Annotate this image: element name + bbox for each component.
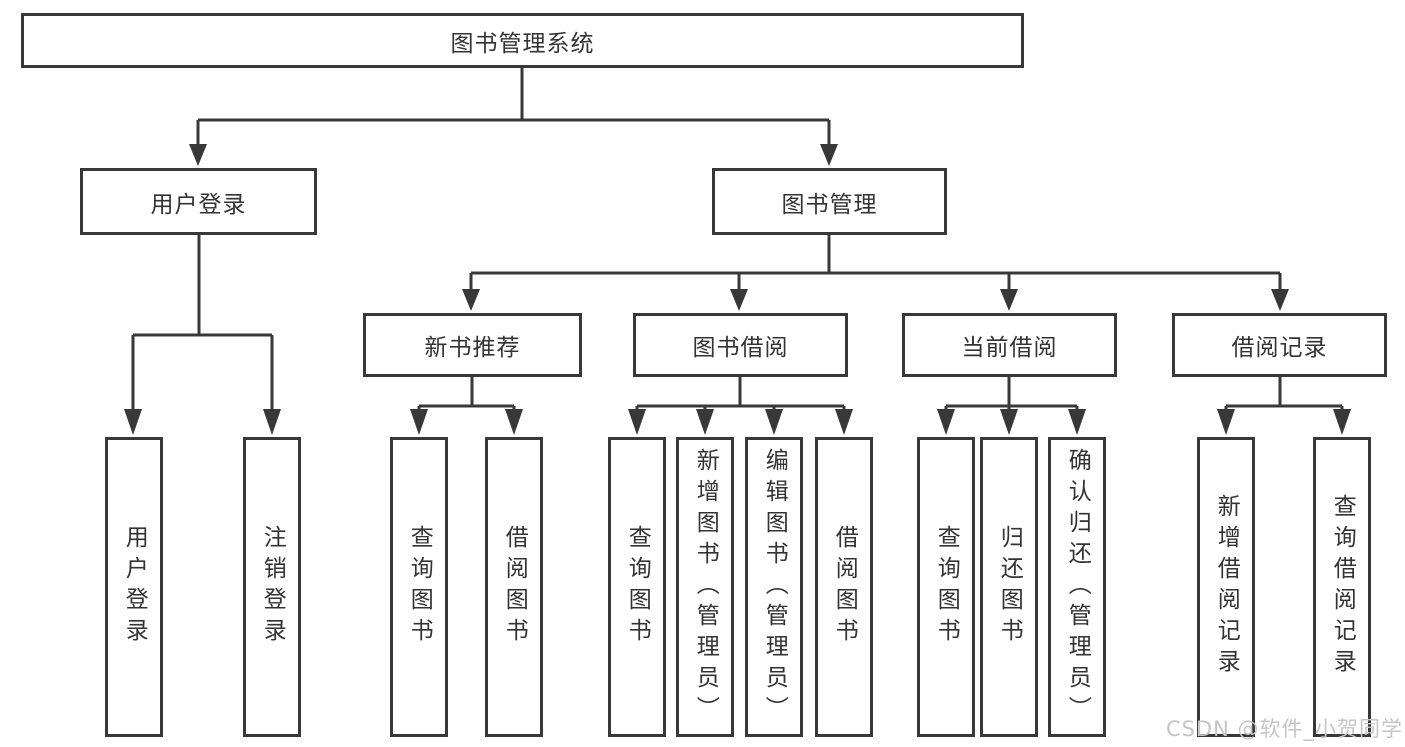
leaf-records-add-borrow-record: 新增借阅记录 bbox=[1197, 437, 1255, 737]
arrowhead-icons bbox=[124, 144, 1351, 435]
leaf-current-return-books: 归还图书 bbox=[980, 437, 1038, 737]
leaf-label: 确认归还（管理员） bbox=[1064, 447, 1091, 727]
node-label: 借阅记录 bbox=[1231, 335, 1328, 361]
leaf-label: 编辑图书（管理员） bbox=[761, 447, 788, 727]
node-current-borrow: 当前借阅 bbox=[902, 313, 1117, 377]
leaf-current-confirm-return-admin: 确认归还（管理员） bbox=[1048, 437, 1106, 737]
leaf-newbooks-borrow-books: 借阅图书 bbox=[485, 437, 543, 737]
node-label: 当前借阅 bbox=[961, 335, 1058, 361]
node-label: 用户登录 bbox=[150, 191, 247, 218]
node-label: 图书管理系统 bbox=[450, 30, 595, 57]
leaf-label: 查询图书 bbox=[406, 525, 433, 649]
node-new-book-recommend: 新书推荐 bbox=[363, 313, 582, 377]
node-root-system: 图书管理系统 bbox=[21, 13, 1024, 68]
leaf-borrow-edit-books-admin: 编辑图书（管理员） bbox=[745, 437, 803, 737]
csdn-watermark: CSDN @软件_小贺同学 bbox=[1165, 717, 1403, 741]
leaf-label: 用户登录 bbox=[121, 525, 148, 649]
leaf-records-query-borrow-record: 查询借阅记录 bbox=[1313, 437, 1371, 737]
leaf-label: 注销登录 bbox=[259, 525, 286, 649]
leaf-user-login: 用户登录 bbox=[105, 437, 163, 737]
leaf-logout-login: 注销登录 bbox=[243, 437, 301, 737]
leaf-label: 查询图书 bbox=[624, 525, 651, 649]
node-book-management: 图书管理 bbox=[712, 168, 947, 235]
leaf-label: 查询借阅记录 bbox=[1329, 494, 1356, 680]
leaf-label: 新增图书（管理员） bbox=[692, 447, 719, 727]
node-borrow-records: 借阅记录 bbox=[1172, 313, 1387, 377]
leaf-label: 借阅图书 bbox=[831, 525, 858, 649]
leaf-label: 新增借阅记录 bbox=[1213, 494, 1240, 680]
node-book-borrow: 图书借阅 bbox=[633, 313, 848, 377]
leaf-borrow-borrow-books: 借阅图书 bbox=[815, 437, 873, 737]
leaf-borrow-query-books: 查询图书 bbox=[608, 437, 666, 737]
leaf-newbooks-query-books: 查询图书 bbox=[390, 437, 448, 737]
node-label: 新书推荐 bbox=[424, 335, 521, 361]
node-label: 图书管理 bbox=[781, 191, 878, 218]
leaf-label: 借阅图书 bbox=[501, 525, 528, 649]
leaf-borrow-add-books-admin: 新增图书（管理员） bbox=[676, 437, 734, 737]
leaf-label: 查询图书 bbox=[933, 525, 960, 649]
node-label: 图书借阅 bbox=[692, 335, 789, 361]
node-user-login: 用户登录 bbox=[80, 168, 317, 235]
leaf-current-query-books: 查询图书 bbox=[917, 437, 975, 737]
leaf-label: 归还图书 bbox=[996, 525, 1023, 649]
